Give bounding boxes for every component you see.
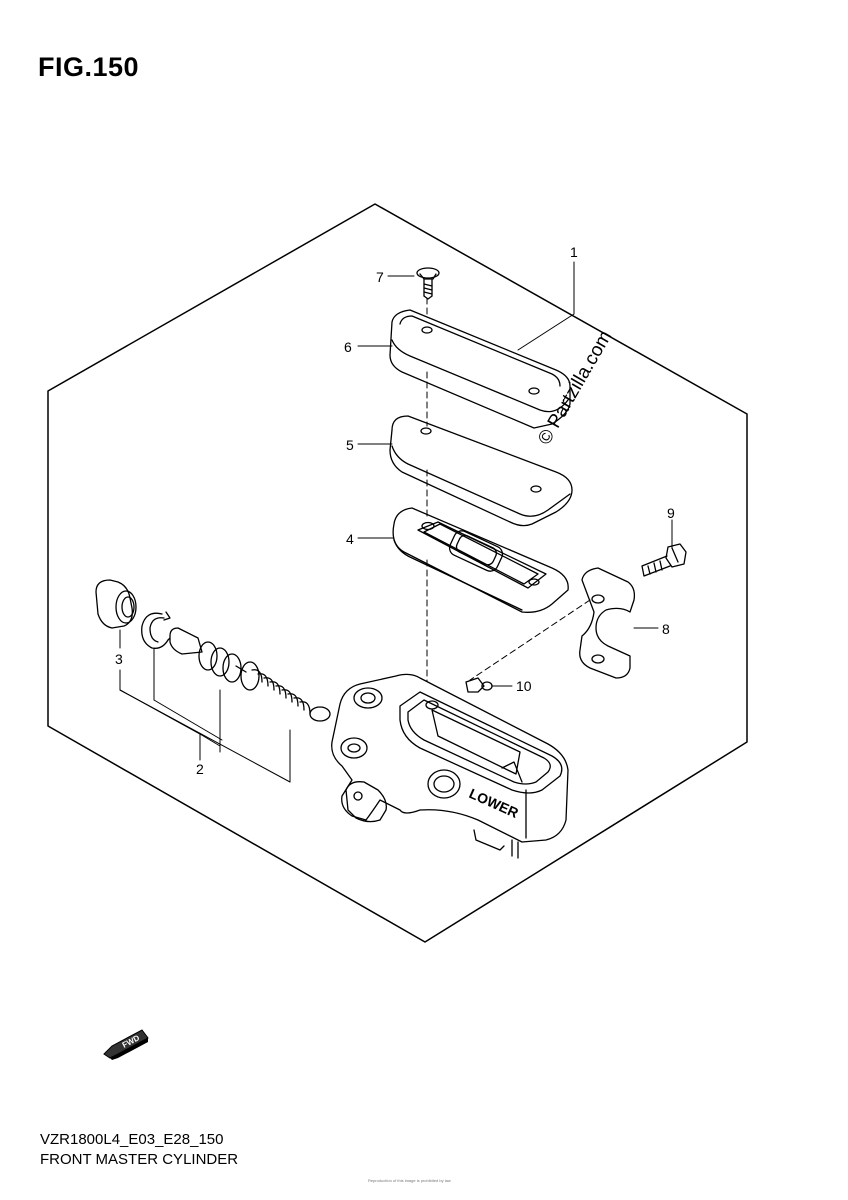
callout-5: 5 — [346, 437, 354, 453]
bolt-alignment-line — [469, 599, 591, 681]
part-circlip[interactable] — [141, 611, 173, 649]
part-piston[interactable] — [169, 627, 260, 691]
master-cylinder-body[interactable] — [331, 673, 569, 859]
part-3-dust-boot[interactable] — [95, 579, 137, 629]
callout-9: 9 — [667, 505, 675, 521]
part-7-screw[interactable] — [416, 267, 440, 300]
fwd-arrow-icon: FWD — [102, 1020, 150, 1065]
part-10-bleeder-cap[interactable] — [465, 677, 493, 693]
part-4-diaphragm[interactable] — [392, 507, 569, 613]
callout-2: 2 — [196, 761, 204, 777]
callout-labels: 1 2 3 4 5 6 7 8 9 10 — [115, 244, 675, 777]
part-5-diaphragm-plate[interactable] — [389, 415, 573, 527]
callout-3: 3 — [115, 651, 123, 667]
copyright-fine-print: Reproduction of this image is prohibited… — [368, 1178, 451, 1183]
callout-6: 6 — [344, 339, 352, 355]
figure-title: FIG.150 — [38, 52, 140, 82]
callout-8: 8 — [662, 621, 670, 637]
leader-lines — [119, 261, 673, 783]
part-return-spring[interactable] — [251, 669, 331, 722]
callout-4: 4 — [346, 531, 354, 547]
callout-1: 1 — [570, 244, 578, 260]
part-9-clamp-bolt[interactable] — [641, 543, 687, 577]
model-code: VZR1800L4_E03_E28_150 — [40, 1131, 224, 1148]
part-6-reservoir-cap[interactable] — [389, 309, 571, 429]
callout-7: 7 — [376, 269, 384, 285]
part-8-handlebar-holder[interactable] — [579, 567, 636, 679]
callout-10: 10 — [516, 678, 532, 694]
part-group-name: FRONT MASTER CYLINDER — [40, 1151, 239, 1168]
assembly-boundary — [47, 203, 748, 943]
